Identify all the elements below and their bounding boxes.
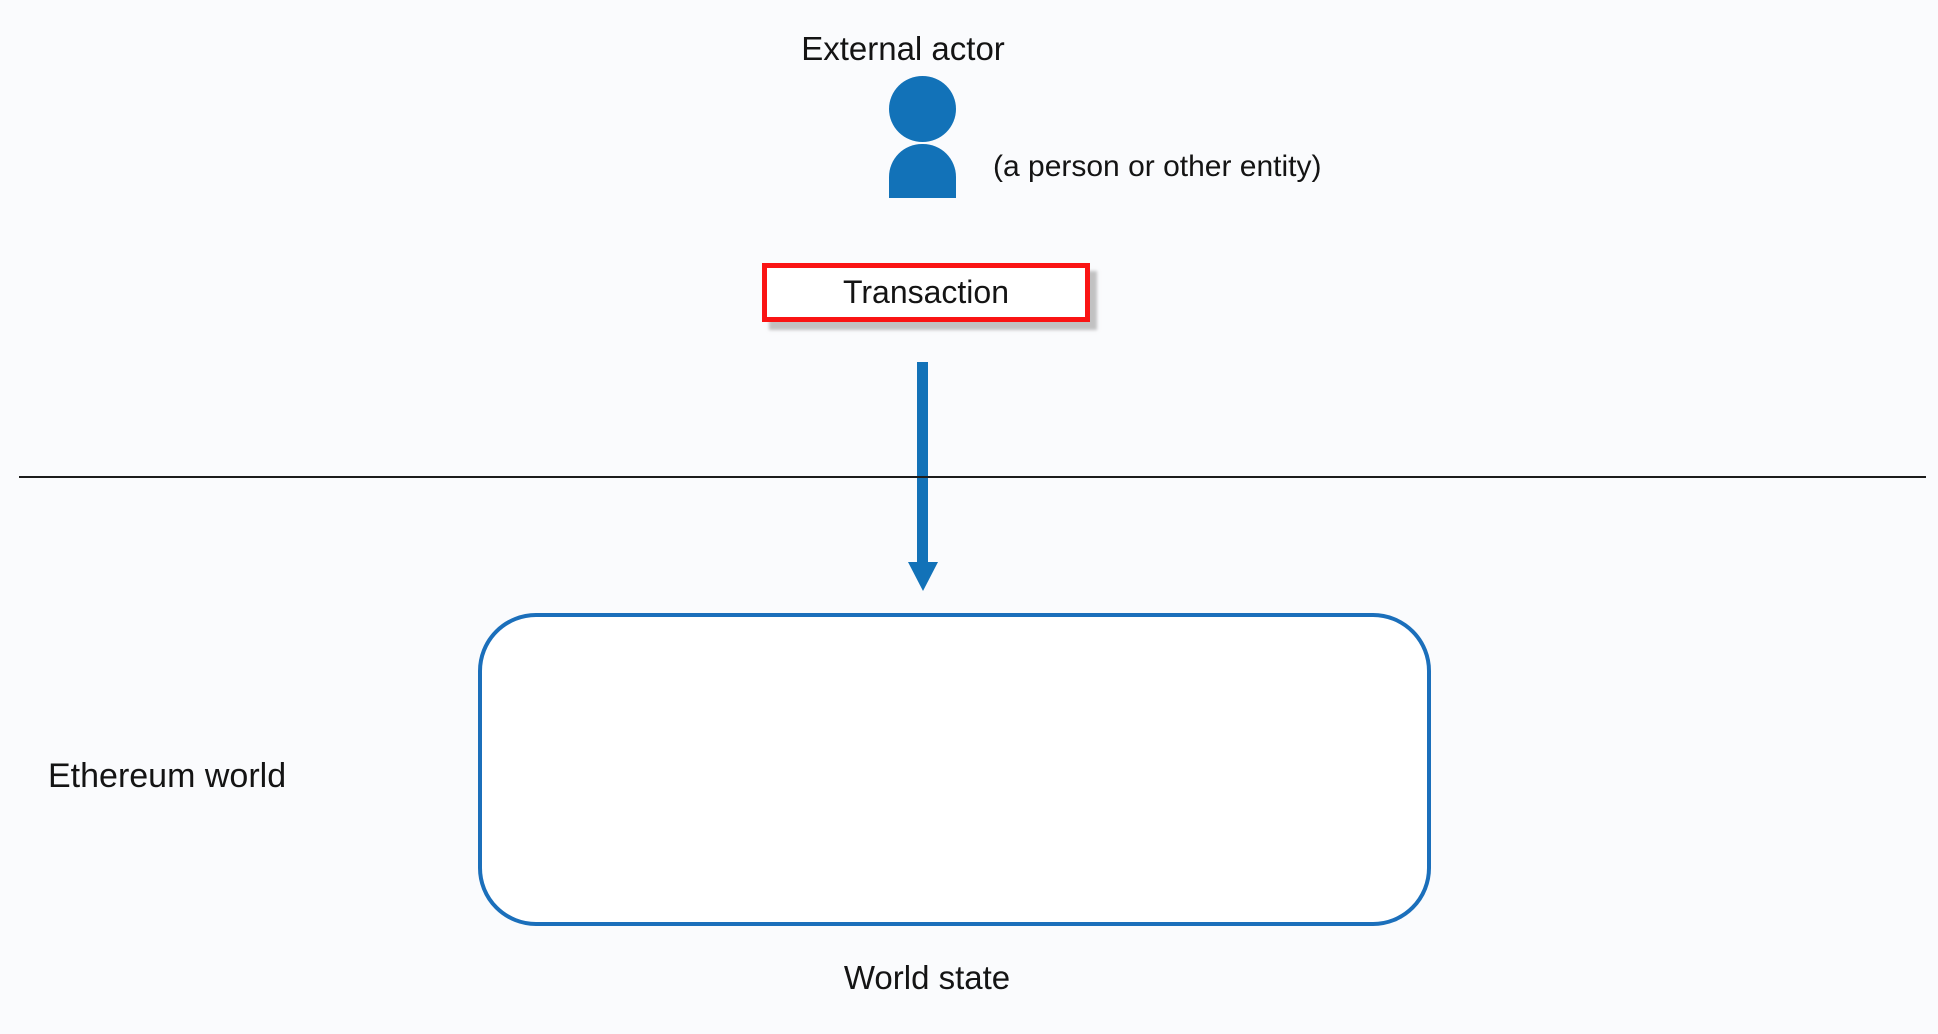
- down-arrow-head-icon: [908, 562, 938, 591]
- external-actor-note: (a person or other entity): [993, 150, 1322, 183]
- ethereum-boundary-line: [19, 476, 1926, 478]
- ethereum-world-label: Ethereum world: [48, 757, 287, 795]
- person-body-icon: [888, 144, 956, 198]
- external-actor-title: External actor: [801, 30, 1005, 67]
- down-arrow-shaft: [917, 362, 928, 563]
- world-state-label: World state: [843, 959, 1011, 996]
- transaction-label: Transaction: [843, 274, 1009, 310]
- transaction-box: Transaction: [762, 263, 1090, 322]
- person-icon: [888, 76, 956, 198]
- world-state-box: [478, 613, 1431, 926]
- person-head-icon: [888, 76, 956, 142]
